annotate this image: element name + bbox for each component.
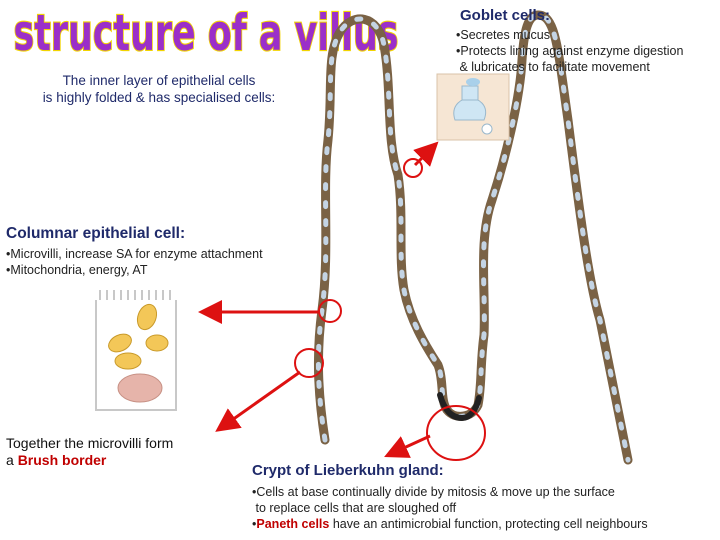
crypt-bullets: •Cells at base continually divide by mit… bbox=[252, 484, 718, 532]
villus-outline bbox=[313, 10, 633, 465]
microvilli-icon bbox=[99, 290, 171, 300]
brush-border-line1: Together the microvilli form bbox=[6, 435, 174, 451]
crypt-bullet-1: •Cells at base continually divide by mit… bbox=[252, 485, 615, 499]
columnar-cell-illustration bbox=[95, 290, 177, 411]
brush-border-prefix: a bbox=[6, 452, 18, 468]
columnar-bullets: •Microvilli, increase SA for enzyme atta… bbox=[6, 246, 326, 278]
crypt-bullet-3-prefix: • bbox=[252, 517, 257, 531]
paneth-cells-label: Paneth cells bbox=[256, 517, 330, 531]
goblet-cell-illustration bbox=[436, 73, 510, 141]
goblet-bullet-3: & lubricates to facilitate movement bbox=[456, 60, 650, 74]
inner-layer-line2: is highly folded & has specialised cells… bbox=[42, 90, 276, 105]
crypt-bullet-3-rest: have an antimicrobial function, protecti… bbox=[329, 517, 648, 531]
columnar-bullet-2: •Mitochondria, energy, AT bbox=[6, 263, 148, 277]
goblet-bullet-1: •Secretes mucus bbox=[456, 28, 550, 42]
goblet-bullets: •Secretes mucus •Protects lining against… bbox=[456, 27, 718, 75]
crypt-bullet-2: to replace cells that are sloughed off bbox=[252, 501, 457, 515]
goblet-heading: Goblet cells: bbox=[460, 7, 551, 24]
columnar-heading: Columnar epithelial cell: bbox=[6, 225, 186, 242]
goblet-bullet-2: •Protects lining against enzyme digestio… bbox=[456, 44, 684, 58]
mitochondria-icon bbox=[108, 303, 169, 370]
inner-layer-line1: The inner layer of epithelial cells bbox=[62, 73, 256, 88]
brush-border-text: Together the microvilli form a Brush bor… bbox=[6, 435, 216, 469]
nucleus-icon bbox=[117, 373, 163, 403]
brush-border-highlight: Brush border bbox=[17, 452, 107, 468]
crypt-heading: Crypt of Lieberkuhn gland: bbox=[252, 462, 444, 479]
brush-border-line2: a Brush border bbox=[6, 452, 216, 469]
arrows bbox=[198, 141, 439, 458]
columnar-bullet-1: •Microvilli, increase SA for enzyme atta… bbox=[6, 247, 263, 261]
inner-layer-note: The inner layer of epithelial cells is h… bbox=[4, 72, 314, 106]
crypt-bullet-3: •Paneth cells have an antimicrobial func… bbox=[252, 516, 718, 532]
